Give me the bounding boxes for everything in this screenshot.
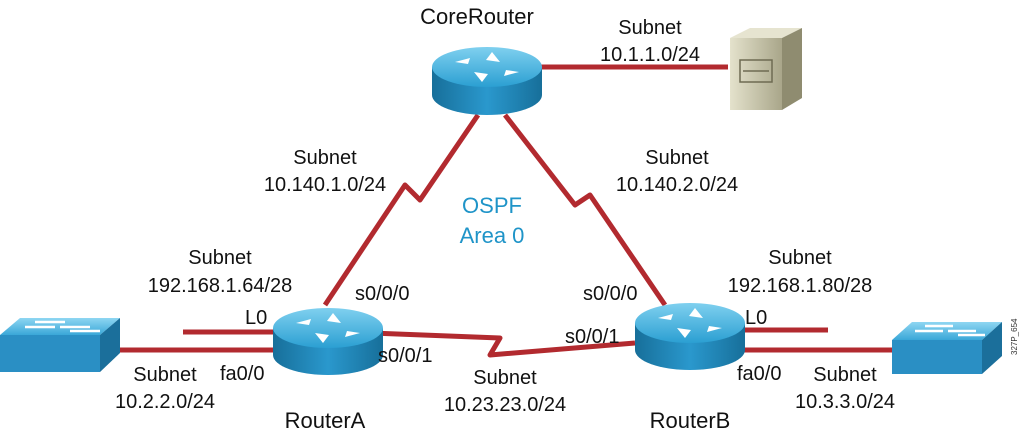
router-a-s000: s0/0/0 [355,283,410,305]
subnet-b-loopback-value: 192.168.1.80/28 [727,275,873,297]
router-b-icon [635,303,745,370]
subnet-b-lan-label: Subnet [813,364,877,386]
router-a-label: RouterA [284,408,366,433]
subnet-a-lan-value: 10.2.2.0/24 [114,391,216,413]
core-router-label: CoreRouter [420,4,534,29]
router-b-s000: s0/0/0 [583,283,638,305]
router-a-l0: L0 [245,307,268,329]
switch-left-icon [0,318,120,372]
router-b-l0: L0 [745,307,768,329]
link-core-routera [322,113,481,307]
subnet-b-lan-value: 10.3.3.0/24 [794,391,896,413]
link-core-routerb [503,113,668,307]
subnet-core-b-value: 10.140.2.0/24 [615,174,739,196]
subnet-core-a-label: Subnet [293,147,357,169]
subnet-core-server-label: Subnet [618,17,682,39]
subnet-core-b-label: Subnet [645,147,709,169]
figure-id: 327P_654 [1010,318,1019,355]
router-a-fa00: fa0/0 [220,363,265,385]
router-b-fa00: fa0/0 [737,363,782,385]
subnet-a-loopback-value: 192.168.1.64/28 [147,275,293,297]
router-a-icon [273,308,383,375]
subnet-a-loopback-label: Subnet [188,247,252,269]
router-a-s001: s0/0/1 [378,345,433,367]
link-routera-routerb [371,330,636,358]
subnet-a-lan-label: Subnet [133,364,197,386]
subnet-core-server-value: 10.1.1.0/24 [599,44,701,66]
subnet-a-b-label: Subnet [473,367,537,389]
router-b-s001: s0/0/1 [565,326,620,348]
subnet-core-a-value: 10.140.1.0/24 [263,174,387,196]
router-b-label: RouterB [649,408,731,433]
core-router-icon [432,47,542,115]
ospf-label: OSPF [462,193,522,218]
links [115,64,892,358]
subnet-b-loopback-label: Subnet [768,247,832,269]
server-icon [730,28,802,110]
switch-right-icon [892,322,1002,374]
area-label: Area 0 [459,223,525,248]
subnet-a-b-value: 10.23.23.0/24 [443,394,567,416]
